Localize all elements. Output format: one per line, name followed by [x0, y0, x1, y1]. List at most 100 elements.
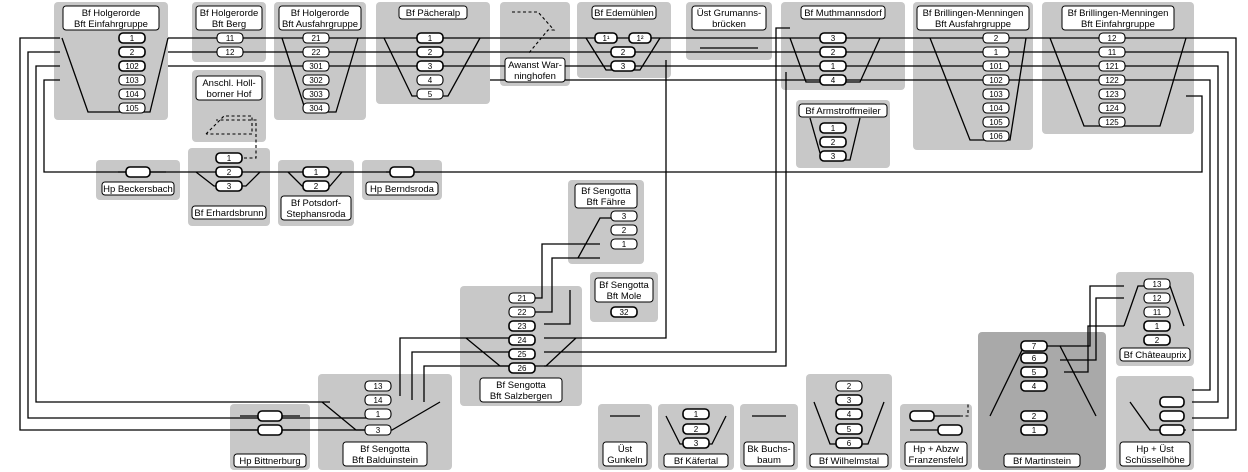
track-paecheralp-1-number: 2	[428, 48, 433, 57]
track-wilhelmstal-3-shape	[835, 423, 863, 435]
track-sengotta-salzbergen-5-shape	[508, 362, 536, 374]
track-paecheralp-3-shape	[416, 74, 444, 86]
track-chateauprix-4-number: 2	[1155, 336, 1160, 345]
track-armstroffmeiler-1: 2	[819, 136, 847, 148]
station-name-line1: Bf Muthmannsdorf	[804, 8, 882, 19]
track-wilhelmstal-4: 6	[835, 437, 863, 449]
station-name-line2: Bft Ausfahrgruppe	[935, 19, 1011, 30]
track-edemuehlen-2-number: 2	[621, 48, 626, 57]
track-sengotta-balduinstein-2-shape	[364, 408, 392, 420]
siding-warninghofen	[512, 11, 556, 55]
track-erhardsbrunn-1-shape	[215, 166, 243, 178]
loop-top-3	[168, 65, 1219, 403]
track-erhardsbrunn-0: 1	[215, 152, 243, 164]
track-edemuehlen-3-number: 3	[621, 62, 626, 71]
track-brillingen-ausfahr-6: 105	[982, 116, 1010, 128]
track-edemuehlen-3: 3	[610, 60, 636, 72]
track-paecheralp-1-shape	[416, 46, 444, 58]
track-martinstein-4: 2	[1020, 410, 1048, 422]
box-chateauprix	[1116, 272, 1194, 366]
track-brillingen-ausfahr-0-shape	[982, 32, 1010, 44]
track-holgerorde-einfahr-0-shape	[118, 32, 146, 44]
station-label-bg	[504, 57, 566, 83]
track-wilhelmstal-1-number: 3	[847, 396, 852, 405]
track-holgerorde-ausfahr-0-shape	[302, 32, 330, 44]
pill-beckersbach-shape	[125, 166, 151, 178]
track-martinstein-3-shape	[1020, 380, 1048, 392]
station-name-line2: borner Hof	[207, 89, 252, 100]
track-chateauprix-3: 1	[1143, 320, 1171, 332]
siding-hollborner	[205, 115, 257, 159]
track-sengotta-balduinstein-0: 13	[364, 380, 392, 392]
link-salz-down-2	[411, 351, 514, 400]
station-label-bg	[591, 5, 657, 20]
track-paecheralp-0: 1	[416, 32, 444, 44]
track-chateauprix-0-shape	[1143, 278, 1171, 290]
link-salz-up-1	[544, 60, 667, 339]
track-sengotta-balduinstein-2: 1	[364, 408, 392, 420]
track-wilhelmstal-4-number: 6	[847, 439, 852, 448]
station-label-bg	[233, 453, 307, 468]
track-holgerorde-ausfahr-2-number: 301	[309, 62, 323, 71]
loop-2	[27, 51, 370, 419]
track-brillingen-einfahr-4: 123	[1098, 88, 1126, 100]
station-label-bg	[278, 5, 362, 31]
track-sengotta-salzbergen-3-shape	[508, 334, 536, 346]
track-paecheralp-1: 2	[416, 46, 444, 58]
station-label-hollborner: Anschl. Holl-borner Hof	[195, 75, 263, 101]
track-brillingen-ausfahr-4-shape	[982, 88, 1010, 100]
track-chateauprix-0: 13	[1143, 278, 1171, 290]
station-name-line1: Hp + Abzw	[913, 444, 959, 455]
station-label-wilhelmstal: Bf Wilhelmstal	[809, 453, 889, 468]
link-mart-2	[1060, 297, 1124, 361]
station-label-bg	[195, 5, 263, 31]
track-sengotta-faehre-2: 1	[610, 238, 638, 250]
track-martinstein-0-shape	[1020, 340, 1048, 352]
track-armstroffmeiler-0: 1	[819, 122, 847, 134]
track-brillingen-einfahr-5: 124	[1098, 102, 1126, 114]
station-name-line2: Bft Einfahrgruppe	[1081, 19, 1155, 30]
track-sengotta-salzbergen-5: 26	[508, 362, 536, 374]
track-wilhelmstal-0: 2	[835, 380, 863, 392]
track-chateauprix-2-number: 11	[1153, 308, 1162, 317]
track-erhardsbrunn-0-number: 1	[227, 154, 232, 163]
track-edemuehlen-0: 1¹	[594, 32, 618, 44]
track-sengotta-salzbergen-3-number: 24	[518, 336, 527, 345]
siding-franzensfeld	[960, 404, 969, 417]
station-label-bg	[574, 183, 638, 209]
track-holgerorde-einfahr-0: 1	[118, 32, 146, 44]
loop-3	[35, 65, 330, 403]
station-label-potsdorf: Bf Potsdorf-Stephansroda	[280, 195, 352, 221]
track-brillingen-einfahr-6-number: 125	[1105, 118, 1119, 127]
station-label-armstroffmeiler: Bf Armstroffmeiler	[798, 103, 888, 118]
track-sengotta-salzbergen-2-shape	[508, 320, 536, 332]
track-martinstein-4-shape	[1020, 410, 1048, 422]
track-holgerorde-ausfahr-5-shape	[302, 102, 330, 114]
track-edemuehlen-2-shape	[610, 46, 636, 58]
track-chateauprix-3-number: 1	[1155, 322, 1160, 331]
pill-franzensfeld-1-shape	[909, 410, 935, 422]
track-sengotta-salzbergen-1: 22	[508, 306, 536, 318]
track-brillingen-einfahr-4-shape	[1098, 88, 1126, 100]
station-label-bg	[280, 195, 352, 221]
station-name-line2: Bft Balduinstein	[352, 455, 418, 466]
track-erhardsbrunn-2-number: 3	[227, 182, 232, 191]
pill-schuessel-2	[1159, 410, 1185, 422]
loop-top-4	[490, 79, 1211, 391]
track-edemuehlen-0-shape	[594, 32, 618, 44]
track-holgerorde-berg-1: 12	[216, 46, 244, 58]
station-name-line1: Hp Bittnerburg	[239, 456, 300, 467]
track-armstroffmeiler-2-shape	[819, 150, 847, 162]
station-name-line2: Schüsselhöhe	[1125, 455, 1185, 466]
track-brillingen-ausfahr-0: 2	[982, 32, 1010, 44]
track-chateauprix-1: 12	[1143, 292, 1171, 304]
pill-schuessel-3-shape	[1159, 424, 1185, 436]
pill-bittnerburg-1	[257, 410, 283, 422]
pill-bittnerburg-2-shape	[257, 424, 283, 436]
track-paecheralp-2: 3	[416, 60, 444, 72]
track-sengotta-salzbergen-3: 24	[508, 334, 536, 346]
track-kaefertal-0-shape	[682, 408, 710, 420]
station-name-line2: Stephansroda	[286, 209, 346, 220]
